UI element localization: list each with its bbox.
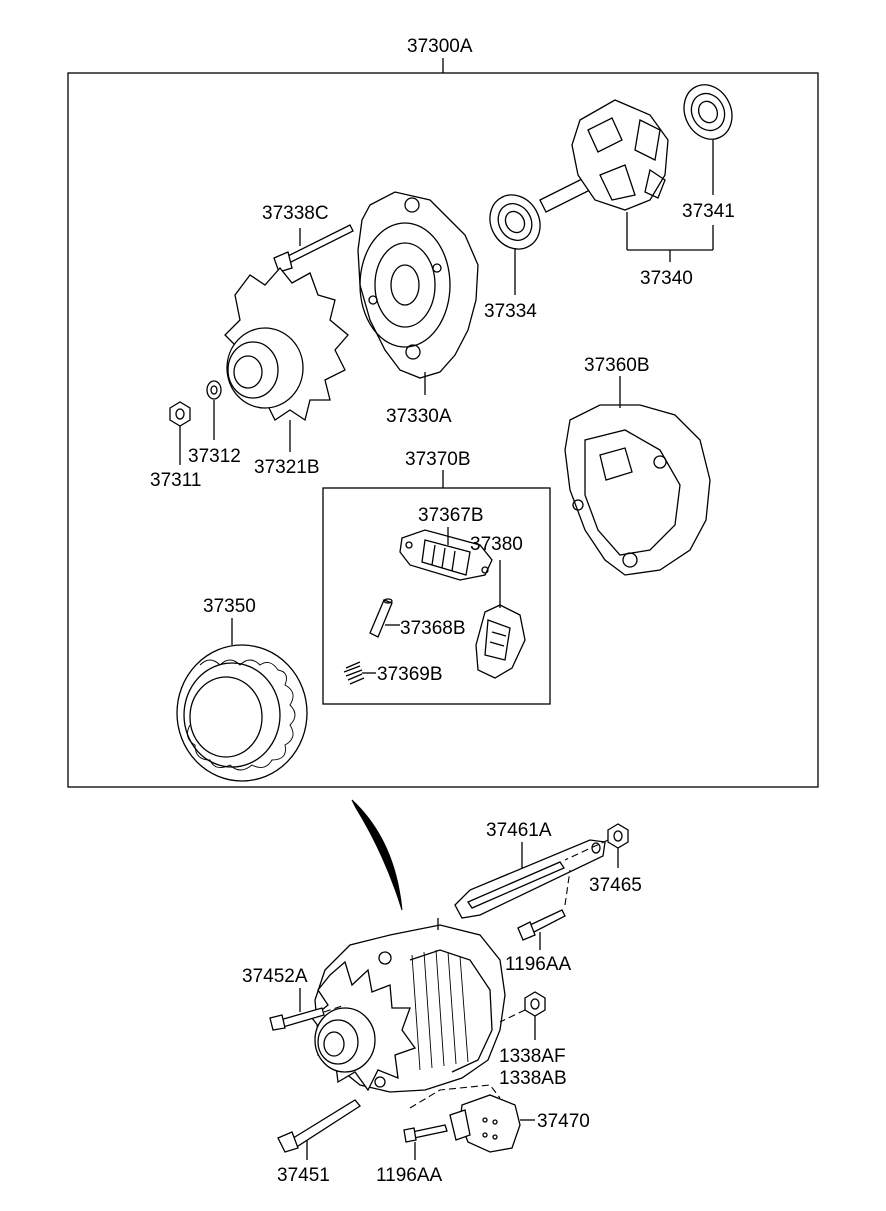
assembly-frame <box>67 58 819 788</box>
bracket-part[interactable] <box>409 1084 535 1153</box>
label-stator[interactable]: 37350 <box>203 596 256 617</box>
label-spring[interactable]: 37369B <box>377 664 443 685</box>
front-bearing-part[interactable] <box>480 186 550 295</box>
label-bracket-bolt[interactable]: 1196AA <box>376 1165 443 1186</box>
label-brush-holder-kit[interactable]: 37370B <box>405 449 471 470</box>
brace-bolt-part[interactable] <box>517 869 571 950</box>
bracket-bolt-part[interactable] <box>403 1124 448 1160</box>
washer-part[interactable] <box>206 380 222 440</box>
spring-part[interactable] <box>343 661 376 685</box>
alternator-assembled[interactable] <box>311 918 506 1093</box>
front-bracket-part[interactable] <box>357 191 479 395</box>
label-pulley-fan[interactable]: 37321B <box>254 457 320 478</box>
pulley-fan-part[interactable] <box>224 266 349 452</box>
label-brace[interactable]: 37461A <box>486 820 552 841</box>
label-washer[interactable]: 37312 <box>188 446 241 467</box>
brace-part[interactable] <box>454 839 606 919</box>
label-nut-ab[interactable]: 1338AB <box>499 1068 567 1089</box>
brush-part[interactable] <box>369 598 400 638</box>
label-lower-mount-bolt[interactable]: 37451 <box>277 1165 330 1186</box>
regulator-part[interactable] <box>399 527 493 581</box>
label-assembly[interactable]: 37300A <box>407 36 473 57</box>
upper-mount-bolt-part[interactable] <box>269 988 346 1031</box>
label-regulator[interactable]: 37367B <box>418 505 484 526</box>
label-front-bracket[interactable]: 37330A <box>386 406 452 427</box>
rear-bracket-part[interactable] <box>564 376 711 576</box>
brush-holder-kit-frame <box>322 470 551 705</box>
label-brace-bolt[interactable]: 1196AA <box>505 954 572 975</box>
label-nut[interactable]: 37311 <box>150 470 201 491</box>
nut-part[interactable] <box>169 401 191 465</box>
label-brace-nut[interactable]: 37465 <box>589 875 642 896</box>
label-nut-af[interactable]: 1338AF <box>499 1046 566 1067</box>
rotor-part[interactable] <box>539 99 714 262</box>
label-bracket[interactable]: 37470 <box>537 1111 590 1132</box>
rear-bearing-part[interactable] <box>675 77 740 195</box>
label-upper-mount-bolt[interactable]: 37452A <box>242 966 308 987</box>
label-rear-bracket[interactable]: 37360B <box>584 355 650 376</box>
flange-nut-part[interactable] <box>499 991 546 1040</box>
label-front-bearing[interactable]: 37334 <box>484 301 537 322</box>
assembly-arrow <box>351 799 403 911</box>
brace-nut-part[interactable] <box>564 823 629 868</box>
rectifier-part[interactable] <box>475 560 526 679</box>
label-through-bolt[interactable]: 37338C <box>262 203 329 224</box>
label-rotor[interactable]: 37340 <box>640 268 693 289</box>
stator-part[interactable] <box>176 618 308 782</box>
through-bolt-part[interactable] <box>273 224 354 273</box>
label-rectifier[interactable]: 37380 <box>470 534 523 555</box>
part-labels: 37300A 37338C 37341 37340 37334 37330A 3… <box>150 36 735 1186</box>
label-rear-bearing[interactable]: 37341 <box>682 201 735 222</box>
label-brush[interactable]: 37368B <box>400 618 466 639</box>
lower-mount-bolt-part[interactable] <box>277 1099 361 1160</box>
